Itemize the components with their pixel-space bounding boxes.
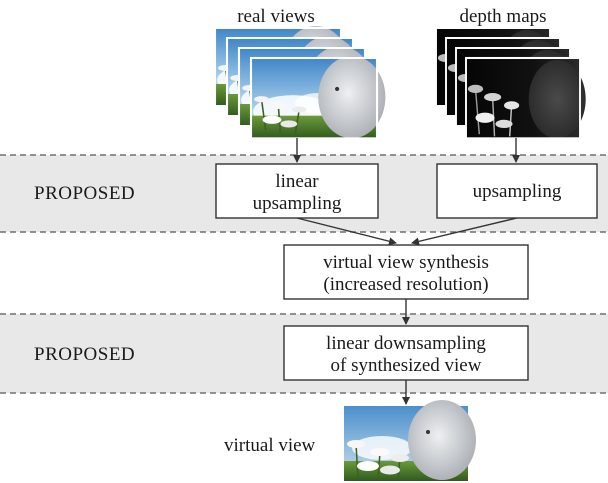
upsampling-box: upsampling bbox=[436, 163, 598, 219]
real-views-label: real views bbox=[237, 6, 315, 27]
linear-upsampling-line-2: upsampling bbox=[253, 193, 342, 214]
virtual-view-image bbox=[344, 400, 476, 481]
virtual-view-synthesis-box: virtual view synthesis (increased resolu… bbox=[283, 244, 529, 300]
synthesis-line-2: (increased resolution) bbox=[323, 274, 488, 295]
depth-maps-label: depth maps bbox=[459, 6, 546, 27]
depth-maps-image-stack bbox=[435, 27, 587, 140]
proposed-label-2: PROPOSED bbox=[34, 344, 135, 365]
arrow-linear-upsampling-to-synthesis bbox=[296, 217, 397, 246]
downsampling-line-2: of synthesized view bbox=[331, 355, 482, 376]
virtual-view-label: virtual view bbox=[224, 435, 316, 456]
upsampling-label: upsampling bbox=[473, 181, 562, 202]
synthesis-line-1: virtual view synthesis bbox=[323, 252, 489, 273]
linear-downsampling-box: linear downsampling of synthesized view bbox=[283, 325, 529, 381]
proposed-label-1: PROPOSED bbox=[34, 183, 135, 204]
arrow-upsampling-to-synthesis bbox=[411, 217, 518, 246]
linear-upsampling-line-1: linear bbox=[275, 171, 319, 192]
real-views-image-stack bbox=[213, 25, 387, 140]
linear-upsampling-box: linear upsampling bbox=[215, 163, 379, 219]
downsampling-line-1: linear downsampling bbox=[326, 333, 486, 354]
